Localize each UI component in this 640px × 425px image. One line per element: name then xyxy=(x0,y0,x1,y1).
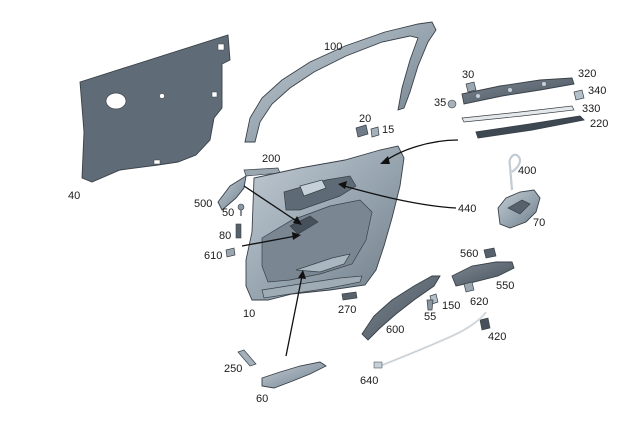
callout-440: 440 xyxy=(458,203,476,215)
callout-320: 320 xyxy=(578,68,596,80)
strip-220-part xyxy=(475,115,585,139)
callout-150: 150 xyxy=(442,300,460,312)
callout-55: 55 xyxy=(424,311,436,323)
clip-20-part xyxy=(355,124,369,138)
callout-labels: 100 30 320 35 340 330 220 20 15 40 200 4… xyxy=(68,41,608,405)
window-seal-part xyxy=(244,21,437,143)
callout-35: 35 xyxy=(434,97,446,109)
trim-250-part xyxy=(237,349,257,367)
callout-250: 250 xyxy=(224,363,242,375)
callout-600: 600 xyxy=(386,324,404,336)
callout-200: 200 xyxy=(262,153,280,165)
callout-70: 70 xyxy=(533,217,545,229)
strip-330-part xyxy=(461,105,575,123)
cable-640-part xyxy=(373,311,487,369)
callout-340: 340 xyxy=(588,85,606,97)
clip-560-part xyxy=(483,247,497,259)
clip-270-part xyxy=(341,291,358,301)
callout-400: 400 xyxy=(518,165,536,177)
callout-560: 560 xyxy=(460,248,478,260)
callout-330: 330 xyxy=(582,103,600,115)
door-trim-panel-part xyxy=(245,145,405,301)
callout-50: 50 xyxy=(222,207,234,219)
inner-handle-70-part xyxy=(497,189,541,229)
callout-10: 10 xyxy=(243,308,255,320)
callout-40: 40 xyxy=(68,190,80,202)
callout-15: 15 xyxy=(382,124,394,136)
rail-320-part xyxy=(461,77,575,105)
callout-640: 640 xyxy=(360,375,378,387)
callout-100: 100 xyxy=(324,41,342,53)
armrest-trim-600-part xyxy=(361,275,441,341)
clip-340-part xyxy=(573,89,585,101)
callout-620: 620 xyxy=(470,296,488,308)
callout-220: 220 xyxy=(590,118,608,130)
callout-550: 550 xyxy=(496,280,514,292)
callout-60: 60 xyxy=(256,393,268,405)
liner-part xyxy=(79,34,231,183)
callout-20: 20 xyxy=(359,113,371,125)
callout-80: 80 xyxy=(219,230,231,242)
callout-420: 420 xyxy=(488,331,506,343)
clip-610-part xyxy=(225,247,236,258)
clip-30-part xyxy=(465,81,477,93)
lower-trim-60-part xyxy=(261,361,327,389)
callout-30: 30 xyxy=(462,69,474,81)
armrest-550-part xyxy=(451,261,515,287)
clip-15-part xyxy=(370,126,380,138)
callout-610: 610 xyxy=(204,250,222,262)
clip-620-part xyxy=(463,281,475,293)
callout-500: 500 xyxy=(194,198,212,210)
screw-50-part xyxy=(237,203,245,216)
clip-35-part xyxy=(447,99,457,109)
leader-lines xyxy=(241,139,459,357)
bracket-80-part xyxy=(235,223,242,239)
cable-400-part xyxy=(508,153,522,191)
screw-55-part xyxy=(426,299,434,311)
mirror-trim-500-part xyxy=(217,175,247,211)
callout-270: 270 xyxy=(338,304,356,316)
clip-420-part xyxy=(479,317,491,331)
